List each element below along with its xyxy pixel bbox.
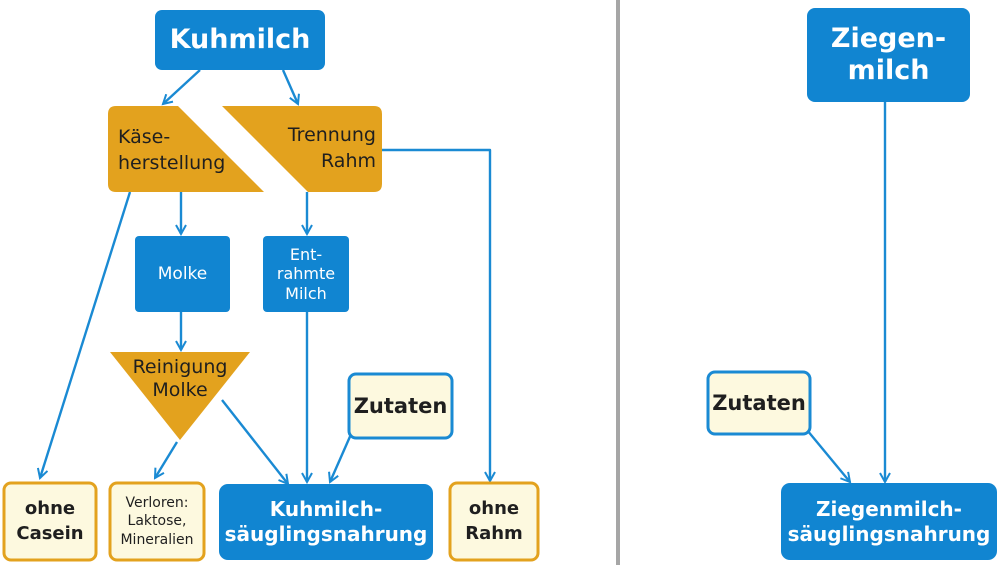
arrow-reinigung-to-kuhmilch-nahrung: [221, 399, 288, 484]
verloren-label: Verloren: Laktose, Mineralien: [120, 495, 194, 548]
ziegenmilch-box: [807, 8, 970, 102]
ohne-casein-box: [2, 481, 98, 562]
kuhmilch-saeuglingsnahrung-label: Kuhmilch- säuglingsnahrung: [224, 497, 428, 546]
zutaten-label: Zutaten: [353, 394, 448, 418]
arrow-kaese-to-ohne-casein: [40, 191, 132, 478]
reinigung-molke-shape: [110, 352, 250, 440]
ziegenmilch-saeuglingsnahrung-label: Ziegenmilch- säuglingsnahrung: [787, 496, 991, 546]
kaeseherstellung-label: Käse- herstellung: [118, 126, 226, 174]
zutaten-right-label: Zutaten: [712, 391, 806, 415]
kuhmilch-label: Kuhmilch: [169, 24, 311, 56]
arrow-reinigung-to-verloren: [155, 441, 179, 478]
ohne-rahm-label: ohne Rahm: [465, 498, 523, 544]
kaeseherstellung-shape: [108, 106, 264, 192]
kuhmilch-box: [155, 10, 325, 70]
entrahmte-milch-label: Ent- rahmte Milch: [276, 244, 336, 303]
zutaten-right-box: [706, 370, 812, 436]
arrow-kuhmilch-to-kaese: [163, 69, 201, 104]
molke-label: Molke: [157, 263, 208, 284]
arrow-zutaten-right-to-nahrung: [806, 429, 850, 482]
arrow-kuhmilch-to-trennung: [281, 69, 298, 104]
trennung-rahm-shape: [222, 106, 382, 192]
ziegenmilch-saeuglingsnahrung-box: [781, 483, 997, 560]
ziegenmilch-label: Ziegen- milch: [830, 23, 947, 86]
arrow-trennung-to-ohne-rahm: [376, 148, 490, 481]
verloren-box: [108, 481, 206, 562]
zutaten-box: [347, 372, 454, 440]
molke-box: [135, 236, 230, 312]
entrahmte-milch-box: [263, 236, 349, 312]
trennung-rahm-label: Trennung Rahm: [287, 124, 376, 172]
reinigung-molke-label: Reinigung Molke: [132, 356, 228, 401]
ohne-rahm-box: [448, 481, 540, 562]
kuhmilch-saeuglingsnahrung-box: [219, 484, 433, 560]
arrow-zutaten-to-kuhmilch-nahrung: [330, 431, 354, 482]
ohne-casein-label: ohne Casein: [16, 498, 84, 544]
